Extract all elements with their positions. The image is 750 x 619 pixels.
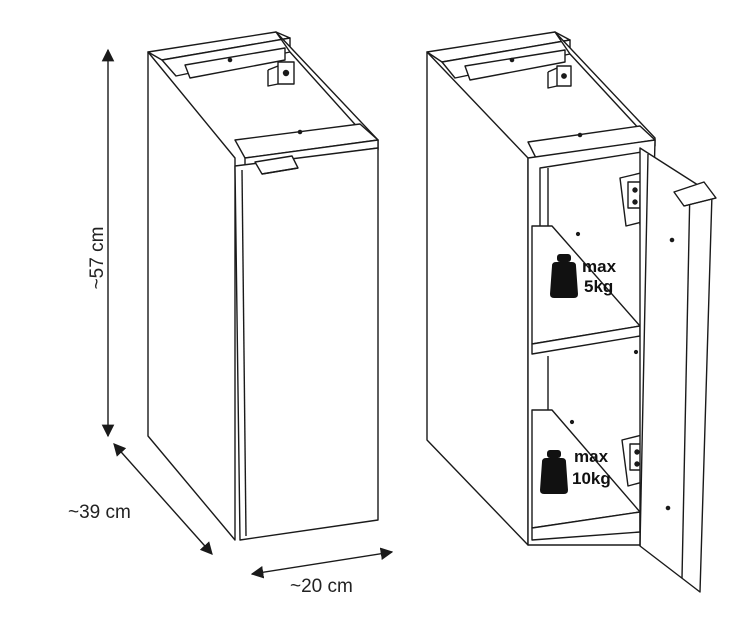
upper-load-label-bottom: 5kg bbox=[584, 277, 613, 296]
weight-icon-upper bbox=[550, 254, 578, 298]
closed-door bbox=[234, 147, 379, 541]
depth-label: ~39 cm bbox=[68, 502, 131, 523]
lower-load-label-top: max bbox=[574, 447, 609, 466]
weight-icon-lower bbox=[540, 450, 568, 494]
height-label: ~57 cm bbox=[87, 227, 108, 290]
open-side-panel bbox=[426, 51, 529, 546]
closed-cabinet bbox=[147, 31, 379, 541]
width-label: ~20 cm bbox=[290, 576, 353, 597]
open-door bbox=[639, 147, 713, 593]
open-cabinet bbox=[426, 31, 717, 593]
depth-dimension-arrow bbox=[113, 443, 213, 555]
width-dimension-arrow bbox=[250, 547, 394, 579]
lower-load-label-bottom: 10kg bbox=[572, 469, 611, 488]
closed-side-panel bbox=[147, 51, 236, 541]
upper-load-label-top: max bbox=[582, 257, 617, 276]
